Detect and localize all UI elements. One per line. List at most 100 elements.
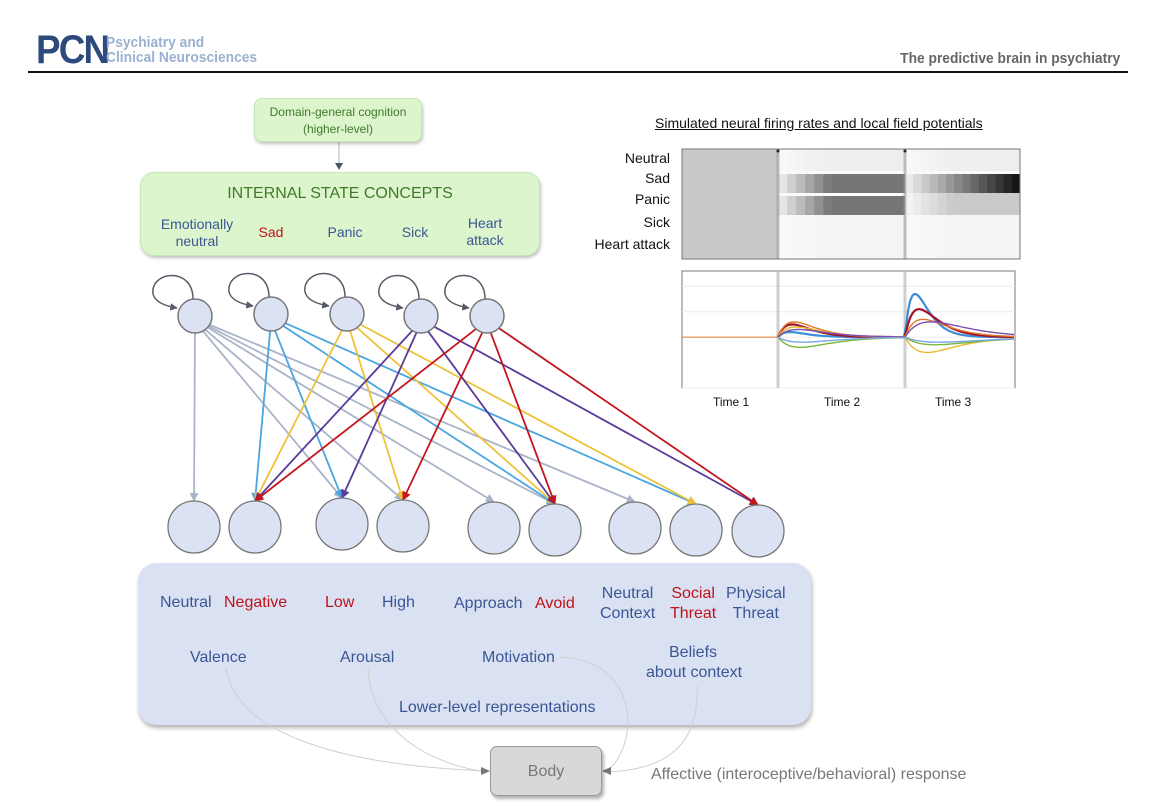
heatmap-cell	[929, 237, 939, 259]
heatmap-cell	[954, 193, 963, 215]
heatmap-cell	[787, 196, 797, 215]
concept-label: Emotionally	[160, 216, 234, 232]
heatmap-cell	[995, 174, 1005, 193]
domain-general-line1: Domain-general cognition	[269, 105, 407, 119]
heatmap-cell	[995, 193, 1005, 215]
self-loops-layer	[152, 272, 486, 311]
self-loop-arrow	[228, 272, 270, 309]
heatmap-cell	[823, 196, 833, 215]
heatmap-cell	[778, 149, 788, 171]
arousal-to-body-curve	[367, 667, 489, 773]
heatmap-cell	[946, 215, 955, 237]
heatmap-time-marker	[776, 149, 780, 153]
heatmap-cell	[877, 174, 888, 193]
heatmap-cell	[921, 149, 931, 171]
heatmap-cell	[796, 196, 806, 215]
heatmap-cell	[978, 237, 988, 259]
higher-to-concepts-arrowhead	[335, 163, 343, 170]
heatmap-cell	[841, 174, 852, 193]
heatmap-cell	[796, 215, 806, 237]
heatmap-cell	[913, 149, 922, 171]
heatmap-cell	[850, 215, 861, 237]
heatmap-cell	[787, 149, 797, 171]
heatmap-cell	[954, 174, 963, 193]
heatmap-cell	[895, 149, 906, 171]
heatmap-cell	[850, 149, 861, 171]
heatmap-cell	[832, 174, 842, 193]
heatmap-cell	[682, 237, 778, 259]
heatmap-cell	[895, 174, 906, 193]
heatmap-cell	[868, 196, 879, 215]
heatmap-cell	[850, 196, 861, 215]
beliefs-to-body-curve	[606, 685, 698, 773]
heatmap-cell	[978, 174, 988, 193]
edge-sad-to-1	[251, 330, 272, 502]
heatmap-cell	[913, 193, 922, 215]
edge-neutral-to-4	[203, 324, 495, 503]
self-loop-arrow	[152, 274, 194, 311]
heatmap-cell	[805, 196, 815, 215]
bottom-node-2	[315, 497, 369, 551]
heatmap-cell	[954, 237, 963, 259]
heatmap-cell	[921, 174, 931, 193]
series-line-light-blue	[777, 336, 1015, 343]
heatmap-cell	[970, 215, 980, 237]
dimension-valence: Valence	[190, 649, 247, 666]
concept-label: neutral	[175, 233, 219, 249]
feature-approach: Approach	[454, 595, 523, 612]
heatmap-cell	[832, 215, 842, 237]
heatmap-cell	[978, 149, 988, 171]
top-node-sick	[403, 298, 439, 334]
heatmap-cell	[937, 174, 947, 193]
concept-label: Heart	[467, 215, 503, 231]
domain-general-line2: (higher-level)	[302, 122, 374, 136]
line-chart-frame	[681, 270, 1016, 389]
heatmap-cell	[886, 237, 897, 259]
heatmap-cell	[886, 215, 897, 237]
heatmap-cell	[921, 193, 931, 215]
heatmap-cell	[929, 149, 939, 171]
heatmap-cell	[929, 215, 939, 237]
heatmap-cell	[987, 149, 996, 171]
heatmap-cell	[859, 196, 870, 215]
feature-physical-threat: Physical Threat	[726, 585, 786, 622]
connector-layer	[335, 142, 343, 170]
feature-low: Low	[325, 594, 355, 611]
x-tick-time-1: Time 1	[713, 395, 750, 409]
heatmap-cell	[832, 196, 842, 215]
heatmap-cell	[1003, 149, 1013, 171]
heatmap-row-label-panic: Panic	[634, 191, 670, 207]
heatmap-cell	[913, 237, 922, 259]
heatmap-cell	[868, 149, 879, 171]
x-tick-time-3: Time 3	[935, 395, 972, 409]
heatmap-cell	[921, 215, 931, 237]
heatmap-cell	[823, 174, 833, 193]
feature-avoid: Avoid	[535, 595, 575, 612]
bottom-node-4	[467, 501, 521, 555]
bottom-node-5	[528, 503, 582, 557]
heatmap-cell	[905, 193, 914, 215]
heatmap-cell	[805, 174, 815, 193]
heatmap-row-label-sick: Sick	[643, 214, 670, 230]
concept-sad: Sad	[245, 224, 297, 241]
heatmap-cell	[859, 237, 870, 259]
heatmap-cell	[970, 193, 980, 215]
bottom-node-3	[376, 499, 430, 553]
feature-social-threat: Social Threat	[670, 585, 717, 622]
domain-general-cognition-box: Domain-general cognition (higher-level)	[254, 98, 422, 142]
heatmap-cell	[895, 196, 906, 215]
heatmap-cell	[859, 149, 870, 171]
self-loop-arrow	[378, 274, 420, 311]
concept-label: Sad	[258, 224, 284, 240]
lower-level-caption: Lower-level representations	[399, 699, 596, 716]
heatmap-cell	[823, 237, 833, 259]
edge-panic-to-7	[355, 321, 697, 505]
edge-sad-to-5	[278, 322, 556, 505]
heatmap-row-label-heart-attack: Heart attack	[594, 236, 670, 252]
top-node-heart-attack	[469, 298, 505, 334]
feature-negative: Negative	[224, 594, 288, 611]
edge-panic-to-3	[349, 330, 405, 501]
heatmap-cell	[682, 193, 778, 215]
concept-heart-attack: Heart attack	[457, 215, 513, 249]
